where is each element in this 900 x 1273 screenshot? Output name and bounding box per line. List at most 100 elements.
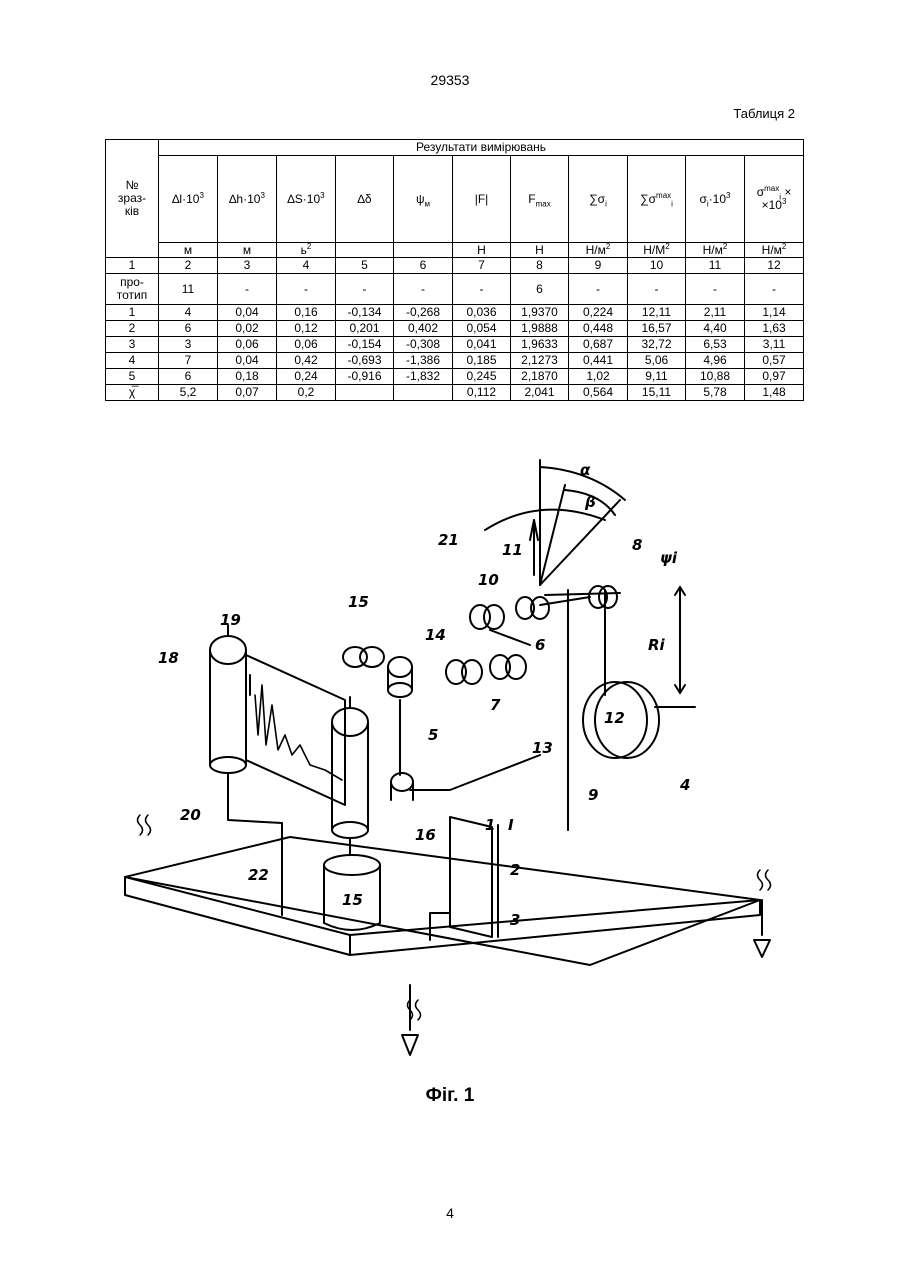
table-cell: 0,12 xyxy=(277,321,336,337)
column-number: 4 xyxy=(277,258,336,274)
table-cell: - xyxy=(336,274,394,305)
label-2: 2 xyxy=(510,861,520,879)
table-cell: - xyxy=(628,274,686,305)
roller-set-top xyxy=(446,586,617,684)
symbol-ds: ∆S·103 xyxy=(277,156,336,243)
sample-id-cell: 5 xyxy=(106,369,159,385)
unit-cell: Н/м2 xyxy=(745,243,804,258)
unit-cell: Н/м2 xyxy=(686,243,745,258)
table-cell: 0,036 xyxy=(453,305,511,321)
symbol-f: |F| xyxy=(453,156,511,243)
table-cell: - xyxy=(686,274,745,305)
figure-caption: Фіг. 1 xyxy=(0,1085,900,1107)
table-cell: 1,63 xyxy=(745,321,804,337)
table-cell: 3,11 xyxy=(745,337,804,353)
label-7: 7 xyxy=(490,696,501,714)
label-8: 8 xyxy=(632,536,642,554)
sample-id-cell: χ̅ xyxy=(106,385,159,401)
column-number: 2 xyxy=(159,258,218,274)
table-cell: 16,57 xyxy=(628,321,686,337)
table-cell: 4 xyxy=(159,305,218,321)
label-4: 4 xyxy=(679,776,690,794)
table-row: 260,020,120,2010,4020,0541,98880,44816,5… xyxy=(106,321,804,337)
table-cell: 0,224 xyxy=(569,305,628,321)
unit-cell: Н/м2 xyxy=(569,243,628,258)
table-cell: 6 xyxy=(159,369,218,385)
table-cell: 2,11 xyxy=(686,305,745,321)
label-16: 16 xyxy=(415,826,436,844)
figure-labels: 1 2 3 4 5 6 7 8 9 10 11 12 13 14 15 15 1… xyxy=(158,461,690,929)
label-5: 5 xyxy=(428,726,438,744)
label-11: 11 xyxy=(502,541,523,559)
base-plate xyxy=(125,837,760,965)
label-22: 22 xyxy=(248,866,269,884)
column-number: 5 xyxy=(336,258,394,274)
column-number: 8 xyxy=(511,258,569,274)
table-cell: 9,11 xyxy=(628,369,686,385)
label-20: 20 xyxy=(180,806,201,824)
table-cell: 0,16 xyxy=(277,305,336,321)
table-row: 560,180,24-0,916-1,8320,2452,18701,029,1… xyxy=(106,369,804,385)
table-row: 470,040,42-0,693-1,3860,1852,12730,4415,… xyxy=(106,353,804,369)
document-number: 29353 xyxy=(0,72,900,88)
group-header: Результати вимірювань xyxy=(159,140,804,156)
table-cell: 5,78 xyxy=(686,385,745,401)
plumb-bob-right xyxy=(754,900,770,957)
table-cell: 0,04 xyxy=(218,353,277,369)
table-cell: 0,201 xyxy=(336,321,394,337)
table-cell: -0,916 xyxy=(336,369,394,385)
page-number: 4 xyxy=(0,1205,900,1221)
results-table: № зраз- ків Результати вимірювань ∆l·103… xyxy=(105,139,804,401)
table-row: 330,060,06-0,154-0,3080,0411,96330,68732… xyxy=(106,337,804,353)
table-cell: 0,02 xyxy=(218,321,277,337)
table-cell: 0,112 xyxy=(453,385,511,401)
table-cell xyxy=(394,385,453,401)
symbol-ddelta: ∆δ xyxy=(336,156,394,243)
table-cell: 0,04 xyxy=(218,305,277,321)
label-15-top: 15 xyxy=(348,593,369,611)
gear-assembly xyxy=(388,657,413,800)
table-cell: 0,402 xyxy=(394,321,453,337)
sample-id-cell: 3 xyxy=(106,337,159,353)
label-13: 13 xyxy=(532,739,553,757)
label-10: 10 xyxy=(478,571,499,589)
table-cell: 7 xyxy=(159,353,218,369)
table-cell: -0,154 xyxy=(336,337,394,353)
table-cell: - xyxy=(569,274,628,305)
prototype-row: про- тотип 11 - - - - - 6 - - - - xyxy=(106,274,804,305)
table-cell: - xyxy=(218,274,277,305)
column-number: 9 xyxy=(569,258,628,274)
table-cell: 6 xyxy=(159,321,218,337)
table-cell: 2,1870 xyxy=(511,369,569,385)
table-cell: -1,832 xyxy=(394,369,453,385)
table-cell: 6,53 xyxy=(686,337,745,353)
table-row: 140,040,16-0,134-0,2680,0361,93700,22412… xyxy=(106,305,804,321)
table-row: χ̅5,20,070,20,1122,0410,56415,115,781,48 xyxy=(106,385,804,401)
table-cell: 1,14 xyxy=(745,305,804,321)
table-cell: 4,40 xyxy=(686,321,745,337)
table-cell: 0,245 xyxy=(453,369,511,385)
label-3: 3 xyxy=(510,911,520,929)
column-number: 11 xyxy=(686,258,745,274)
column-number: 3 xyxy=(218,258,277,274)
table-cell: 0,42 xyxy=(277,353,336,369)
angle-scale xyxy=(485,460,625,585)
table-cell: 0,06 xyxy=(277,337,336,353)
column-number: 6 xyxy=(394,258,453,274)
table-cell: 1,48 xyxy=(745,385,804,401)
table-cell: 2,041 xyxy=(511,385,569,401)
unit-cell xyxy=(394,243,453,258)
label-psi: ψi xyxy=(660,549,678,567)
unit-cell: Н xyxy=(511,243,569,258)
table-cell: 11 xyxy=(159,274,218,305)
table-cell: 0,97 xyxy=(745,369,804,385)
table-cell: -0,308 xyxy=(394,337,453,353)
table-cell: - xyxy=(453,274,511,305)
column-number: 12 xyxy=(745,258,804,274)
label-1: 1 xyxy=(485,816,495,834)
table-cell: 5,2 xyxy=(159,385,218,401)
symbol-sigma-max: σmaxi × ×103 xyxy=(745,156,804,243)
column-number: 10 xyxy=(628,258,686,274)
sample-clamp xyxy=(430,817,498,940)
table-cell: 0,07 xyxy=(218,385,277,401)
